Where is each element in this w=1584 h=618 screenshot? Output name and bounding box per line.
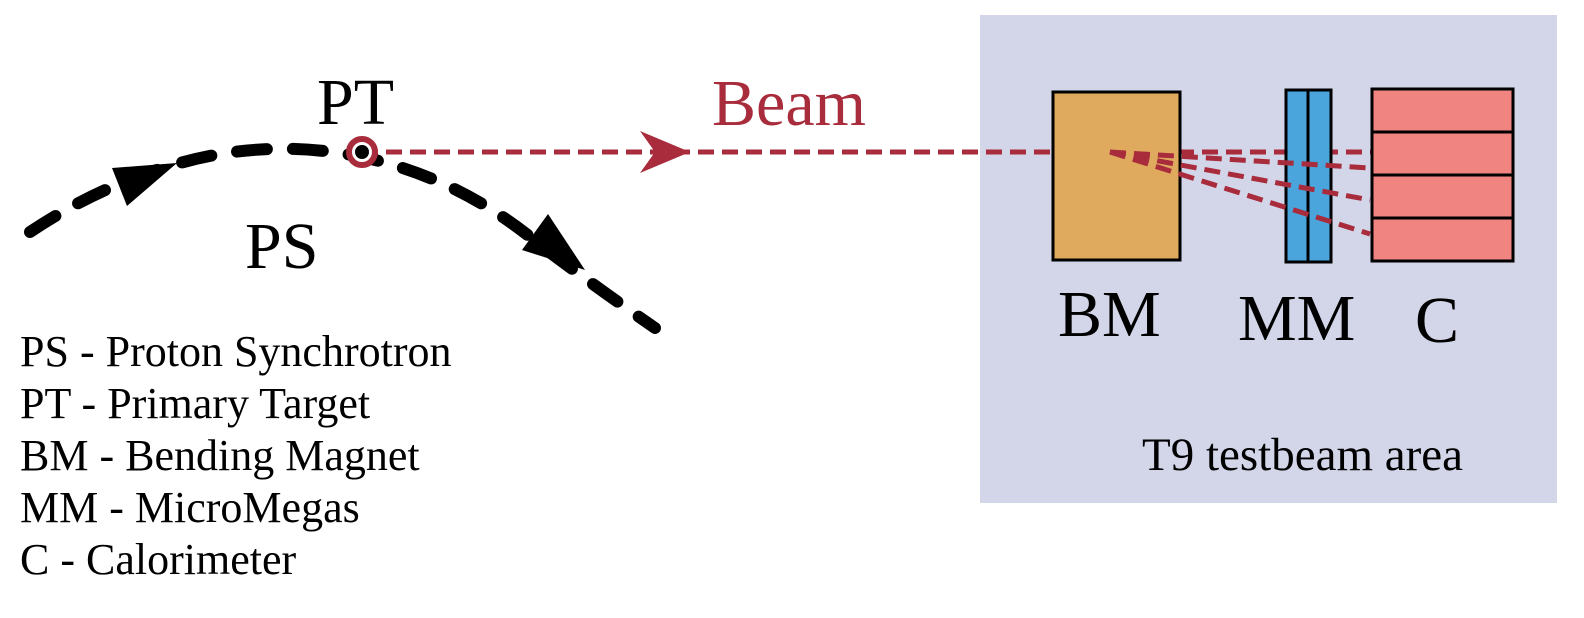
beam-direction-arrow bbox=[640, 131, 690, 173]
calorimeter-cell-3 bbox=[1370, 173, 1515, 220]
primary-target-dot bbox=[355, 145, 369, 159]
deflected-beam-3 bbox=[1109, 149, 1371, 237]
legend-item-bm: BM - Bending Magnet bbox=[20, 431, 420, 480]
calorimeter-cell-2 bbox=[1370, 130, 1515, 177]
legend-item-mm: MM - MicroMegas bbox=[20, 483, 360, 532]
legend-item-pt: PT - Primary Target bbox=[20, 379, 371, 428]
ps-direction-arrow-right bbox=[522, 214, 585, 270]
legend-item-ps: PS - Proton Synchrotron bbox=[20, 327, 452, 376]
ps-direction-arrow-left bbox=[112, 163, 177, 206]
label-testbeam-area: T9 testbeam area bbox=[1142, 429, 1463, 481]
micromegas-plate-2 bbox=[1306, 88, 1333, 264]
bending-magnet bbox=[1051, 90, 1182, 262]
label-c: C bbox=[1415, 284, 1459, 357]
label-pt: PT bbox=[317, 66, 394, 139]
label-beam: Beam bbox=[712, 67, 866, 140]
label-mm: MM bbox=[1238, 282, 1355, 355]
legend: PS - Proton Synchrotron PT - Primary Tar… bbox=[20, 326, 451, 586]
label-bm: BM bbox=[1058, 278, 1161, 351]
deflected-beam-2 bbox=[1109, 149, 1371, 203]
legend-item-c: C - Calorimeter bbox=[20, 535, 297, 584]
label-ps: PS bbox=[245, 210, 318, 283]
micromegas-plate-1 bbox=[1284, 88, 1310, 264]
calorimeter-cell-4 bbox=[1370, 216, 1515, 263]
deflected-beam-1 bbox=[1109, 149, 1371, 171]
calorimeter-cell-1 bbox=[1370, 87, 1515, 134]
